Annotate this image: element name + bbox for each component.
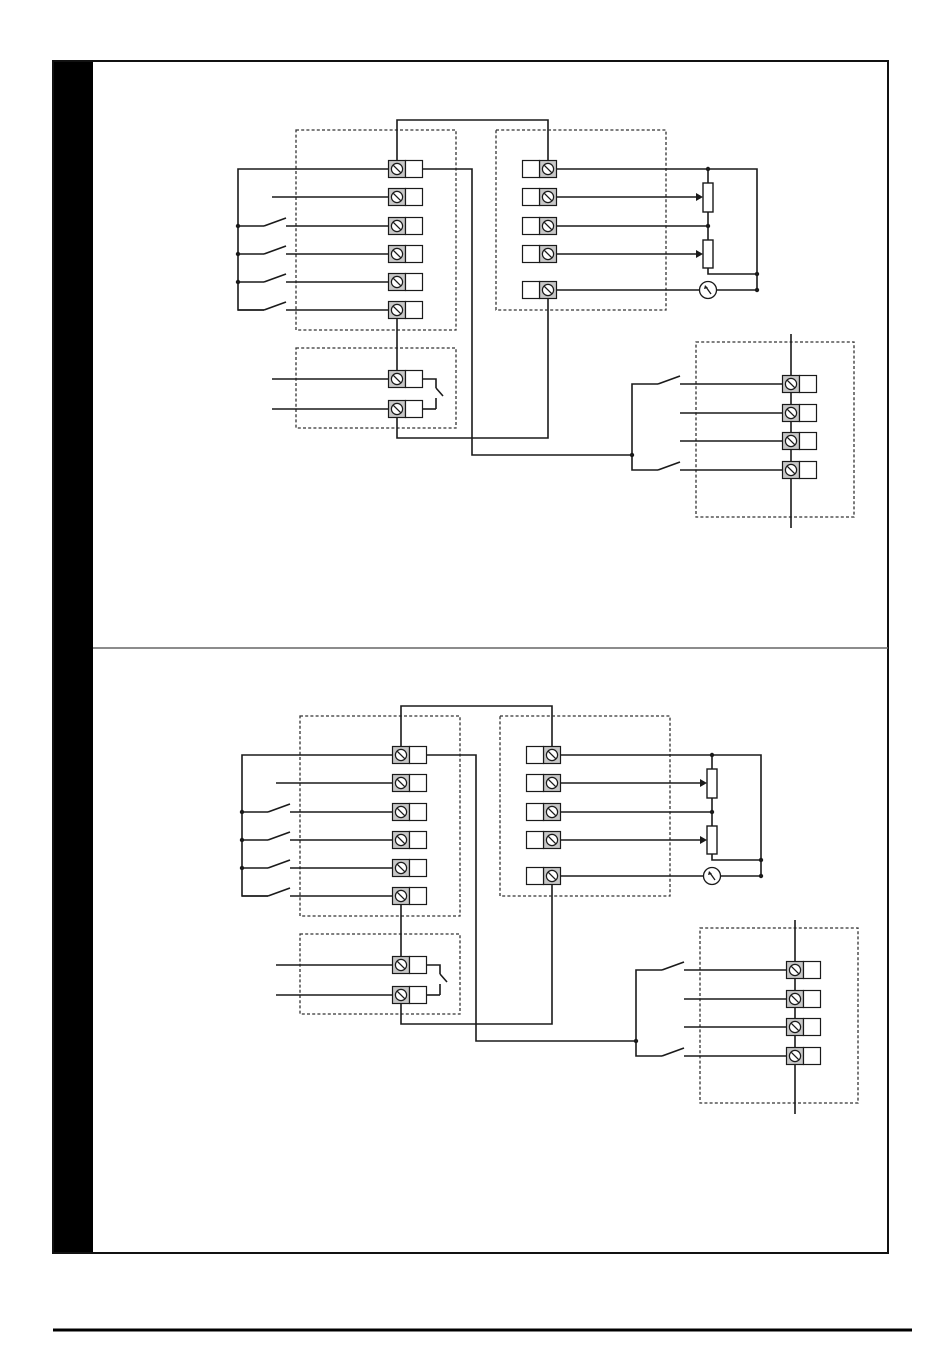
screw-terminal-icon <box>393 987 427 1004</box>
page-frame <box>53 61 888 1253</box>
switch-contact-icon <box>268 860 290 868</box>
potentiometer-icon <box>707 826 717 854</box>
dashed-enclosure <box>296 130 456 330</box>
screw-terminal-icon <box>523 246 557 263</box>
screw-terminal-icon <box>527 804 561 821</box>
junction-dot-icon <box>630 453 634 457</box>
potentiometer-icon <box>703 240 713 268</box>
junction-dot-icon <box>634 1039 638 1043</box>
screw-terminal-icon <box>523 218 557 235</box>
arrow-head <box>700 836 707 844</box>
wire <box>561 755 761 876</box>
wire <box>708 268 757 274</box>
screw-terminal-icon <box>393 832 427 849</box>
wire <box>423 169 632 455</box>
switch-contact-icon <box>264 246 286 254</box>
wiring-diagram-bottom <box>240 706 858 1114</box>
screw-terminal-icon <box>393 888 427 905</box>
switch-contact-icon <box>264 302 286 310</box>
arrow-head <box>696 193 703 201</box>
screw-terminal-icon <box>527 868 561 885</box>
screw-terminal-icon <box>787 991 821 1008</box>
wire <box>557 169 757 290</box>
wire <box>427 755 636 1041</box>
meter-icon <box>704 868 721 885</box>
wire <box>427 965 440 974</box>
screw-terminal-icon <box>787 1019 821 1036</box>
junction-dot-icon <box>759 858 763 862</box>
junction-dot-icon <box>759 874 763 878</box>
arrow-head <box>696 250 703 258</box>
wire <box>242 755 392 896</box>
junction-dot-icon <box>240 866 244 870</box>
screw-terminal-icon <box>783 376 817 393</box>
switch-contact-icon <box>268 888 290 896</box>
dashed-enclosure <box>700 928 858 1103</box>
screw-terminal-icon <box>389 189 423 206</box>
side-tab <box>53 61 93 1253</box>
dashed-enclosure <box>500 716 670 896</box>
screw-terminal-icon <box>527 747 561 764</box>
screw-terminal-icon <box>389 161 423 178</box>
switch-contact-icon <box>658 376 680 384</box>
screw-terminal-icon <box>393 775 427 792</box>
dashed-enclosure <box>696 342 854 517</box>
screw-terminal-icon <box>783 405 817 422</box>
wire <box>712 854 761 860</box>
meter-icon <box>700 282 717 299</box>
screw-terminal-icon <box>787 1048 821 1065</box>
screw-terminal-icon <box>389 302 423 319</box>
junction-dot-icon <box>236 280 240 284</box>
screw-terminal-icon <box>393 747 427 764</box>
switch-contact-icon <box>436 388 443 396</box>
switch-contact-icon <box>264 218 286 226</box>
switch-contact-icon <box>658 462 680 470</box>
wiring-diagram-top <box>236 120 854 528</box>
wire <box>401 706 552 746</box>
wire <box>238 169 388 310</box>
wire <box>636 1041 662 1056</box>
junction-dot-icon <box>236 252 240 256</box>
screw-terminal-icon <box>523 161 557 178</box>
switch-contact-icon <box>662 962 684 970</box>
screw-terminal-icon <box>393 860 427 877</box>
dashed-enclosure <box>300 934 460 1014</box>
switch-contact-icon <box>268 832 290 840</box>
screw-terminal-icon <box>389 218 423 235</box>
wire <box>397 120 548 160</box>
screw-terminal-icon <box>389 401 423 418</box>
screw-terminal-icon <box>523 282 557 299</box>
screw-terminal-icon <box>527 775 561 792</box>
arrow-head <box>700 779 707 787</box>
junction-dot-icon <box>236 224 240 228</box>
switch-contact-icon <box>662 1048 684 1056</box>
wire <box>636 970 662 1041</box>
screw-terminal-icon <box>527 832 561 849</box>
screw-terminal-icon <box>389 246 423 263</box>
dashed-enclosure <box>496 130 666 310</box>
switch-contact-icon <box>268 804 290 812</box>
screw-terminal-icon <box>523 189 557 206</box>
junction-dot-icon <box>755 272 759 276</box>
screw-terminal-icon <box>787 962 821 979</box>
potentiometer-icon <box>703 183 713 212</box>
dashed-enclosure <box>300 716 460 916</box>
screw-terminal-icon <box>389 371 423 388</box>
switch-contact-icon <box>440 974 447 982</box>
switch-contact-icon <box>264 274 286 282</box>
screw-terminal-icon <box>393 804 427 821</box>
wire <box>632 455 658 470</box>
screw-terminal-icon <box>783 433 817 450</box>
dashed-enclosure <box>296 348 456 428</box>
potentiometer-icon <box>707 769 717 798</box>
wire <box>632 384 658 455</box>
screw-terminal-icon <box>783 462 817 479</box>
junction-dot-icon <box>240 838 244 842</box>
junction-dot-icon <box>240 810 244 814</box>
wire <box>423 379 436 388</box>
junction-dot-icon <box>755 288 759 292</box>
screw-terminal-icon <box>389 274 423 291</box>
screw-terminal-icon <box>393 957 427 974</box>
